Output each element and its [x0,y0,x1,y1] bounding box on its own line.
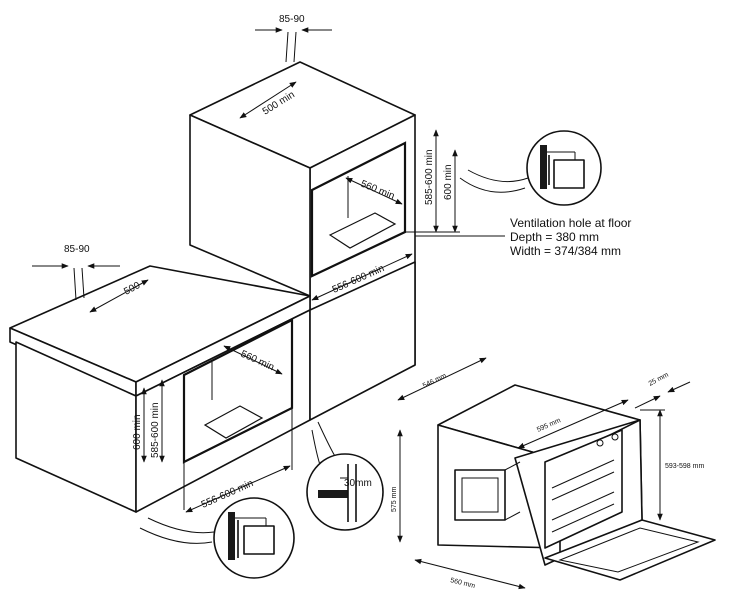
ventilation-line-3: Width = 374/384 mm [510,244,621,258]
counter-detail: 30mm [306,421,384,531]
upper-gap-label: 85-90 [279,14,305,25]
lower-gap-label: 85-90 [64,244,90,255]
oven-depth-label: 546 mm [422,372,448,389]
counter-detail-label: 30mm [344,478,372,489]
ventilation-line-1: Ventilation hole at floor [510,216,631,230]
oven-height-label: 593-598 mm [665,463,704,470]
upper-vent-detail [459,130,602,206]
upper-height-label-b: 600 min [443,164,454,200]
upper-height-label-a: 585-600 min [424,149,435,205]
oven-body-width-label: 560 mm [450,577,476,590]
lower-vent-detail [139,497,295,579]
oven-drawing [437,384,716,581]
ventilation-note: Ventilation hole at floor Depth = 380 mm… [415,216,631,258]
ventilation-line-2: Depth = 380 mm [510,230,599,244]
lower-height-label-a: 600 min [132,414,143,450]
oven-body-height-label: 575 mm [391,487,398,512]
lower-height-label-b: 585-600 min [150,402,161,458]
oven-panel-label: 25 mm [648,371,670,387]
lower-cabinet [9,261,416,513]
